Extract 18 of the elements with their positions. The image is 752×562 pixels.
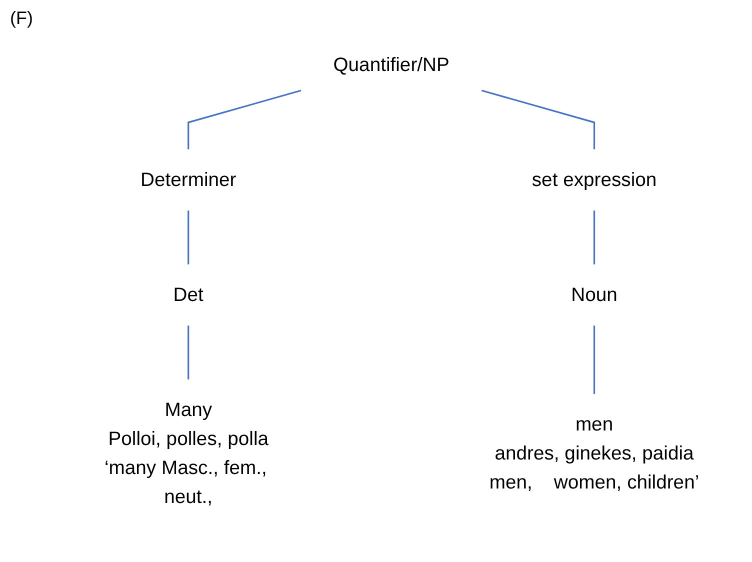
connector	[188, 326, 190, 380]
node-text: Determiner	[140, 168, 236, 190]
node-text: set expression	[532, 168, 657, 190]
node-text: Quantifier/NP	[333, 54, 450, 76]
connector	[593, 326, 596, 394]
connector	[188, 90, 302, 150]
node-label: andres, ginekes, paidia	[494, 442, 694, 464]
connector	[188, 210, 190, 264]
node-text: men	[575, 413, 614, 435]
node-text: Noun	[571, 284, 618, 306]
connector	[593, 210, 596, 264]
node-text: Many	[164, 398, 212, 420]
panel-label: (F)	[10, 8, 33, 29]
connector	[481, 90, 596, 150]
node-text: Det	[173, 284, 204, 306]
node-label: Polloi, polles, polla	[108, 428, 269, 450]
node-label: ‘many Masc., fem., neut.,	[104, 456, 267, 508]
node-label: men, women, children’	[489, 471, 700, 493]
